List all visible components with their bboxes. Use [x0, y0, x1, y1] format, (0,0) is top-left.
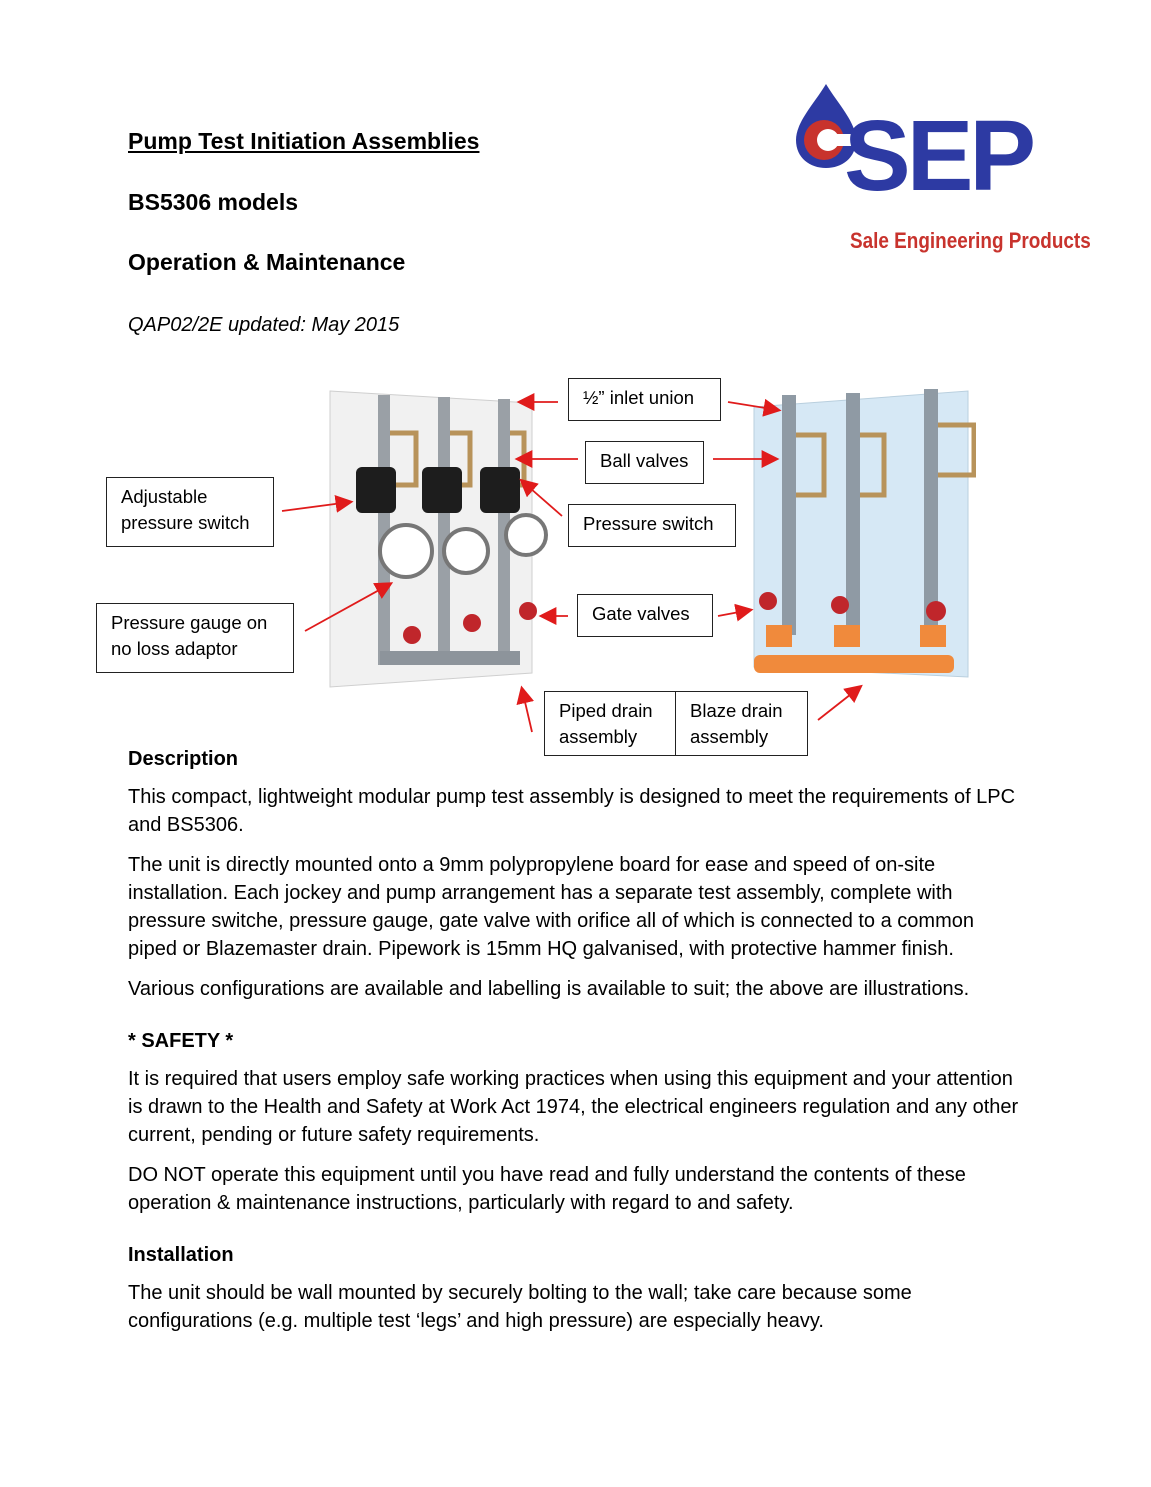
paragraph: This compact, lightweight modular pump t…: [128, 786, 1016, 836]
arrow-inlet-right: [727, 398, 782, 417]
callout-pressure-switch: Pressure switch: [568, 504, 736, 547]
arrow-gauge: [304, 582, 394, 632]
callout-text: Ball valves: [600, 450, 689, 471]
droplet-logo-icon: [796, 84, 856, 168]
description-section: Description This compact, lightweight mo…: [128, 748, 1028, 1003]
callout-piped-drain: Piped drain assembly: [545, 692, 676, 755]
callout-text: assembly: [690, 726, 769, 747]
section-heading: * SAFETY *: [128, 1030, 234, 1052]
callout-text: Pressure gauge on: [111, 612, 268, 633]
callout-text: Piped drain: [559, 700, 653, 721]
arrow-gate-right: [717, 603, 754, 622]
arrow-blaze-drain: [817, 684, 863, 721]
callout-pressure-gauge: Pressure gauge on no loss adaptor: [96, 603, 294, 673]
sep-logo: SEP Sale Engineering Products: [778, 78, 1098, 268]
arrow-piped-drain: [516, 685, 535, 733]
callout-text: Pressure switch: [583, 513, 714, 534]
paragraph: DO NOT operate this equipment until you …: [128, 1164, 966, 1214]
callout-text: Gate valves: [592, 603, 690, 624]
callout-text: Blaze drain: [690, 700, 783, 721]
callout-drain-assemblies: Piped drain assembly Blaze drain assembl…: [544, 691, 808, 756]
callout-text: Adjustable: [121, 486, 208, 507]
logo-tagline: Sale Engineering Products: [850, 228, 1091, 253]
arrow-pressure-switch: [519, 478, 563, 517]
callout-text: no loss adaptor: [111, 638, 238, 659]
blaze-drain-assembly-illustration: [753, 389, 976, 678]
callout-gate-valves: Gate valves: [577, 594, 713, 637]
paragraph: It is required that users employ safe wo…: [128, 1068, 1019, 1146]
paragraph: The unit is directly mounted onto a 9mm …: [128, 854, 974, 960]
paragraph: Various configurations are available and…: [128, 978, 970, 1000]
document-reference: QAP02/2E updated: May 2015: [128, 314, 400, 336]
callout-blaze-drain: Blaze drain assembly: [676, 692, 807, 755]
om-heading: Operation & Maintenance: [128, 249, 406, 275]
callout-text: assembly: [559, 726, 638, 747]
callout-arrows: [281, 393, 863, 733]
callout-text: pressure switch: [121, 512, 250, 533]
installation-section: Installation The unit should be wall mou…: [128, 1244, 1028, 1335]
safety-section: * SAFETY * It is required that users emp…: [128, 1030, 1028, 1217]
callout-inlet-union: ½” inlet union: [568, 378, 721, 421]
section-heading: Description: [128, 748, 239, 770]
document-title: Pump Test Initiation Assemblies: [128, 128, 480, 154]
callout-text: ½” inlet union: [583, 387, 695, 408]
arrow-adjustable-switch: [281, 494, 354, 513]
callout-ball-valves: Ball valves: [585, 441, 704, 484]
logo-wordmark: SEP: [844, 100, 1036, 212]
models-heading: BS5306 models: [128, 189, 299, 215]
piped-drain-assembly-illustration: [329, 390, 548, 688]
callout-adjustable-pressure-switch: Adjustable pressure switch: [106, 477, 274, 547]
paragraph: The unit should be wall mounted by secur…: [128, 1282, 912, 1332]
section-heading: Installation: [128, 1244, 234, 1266]
